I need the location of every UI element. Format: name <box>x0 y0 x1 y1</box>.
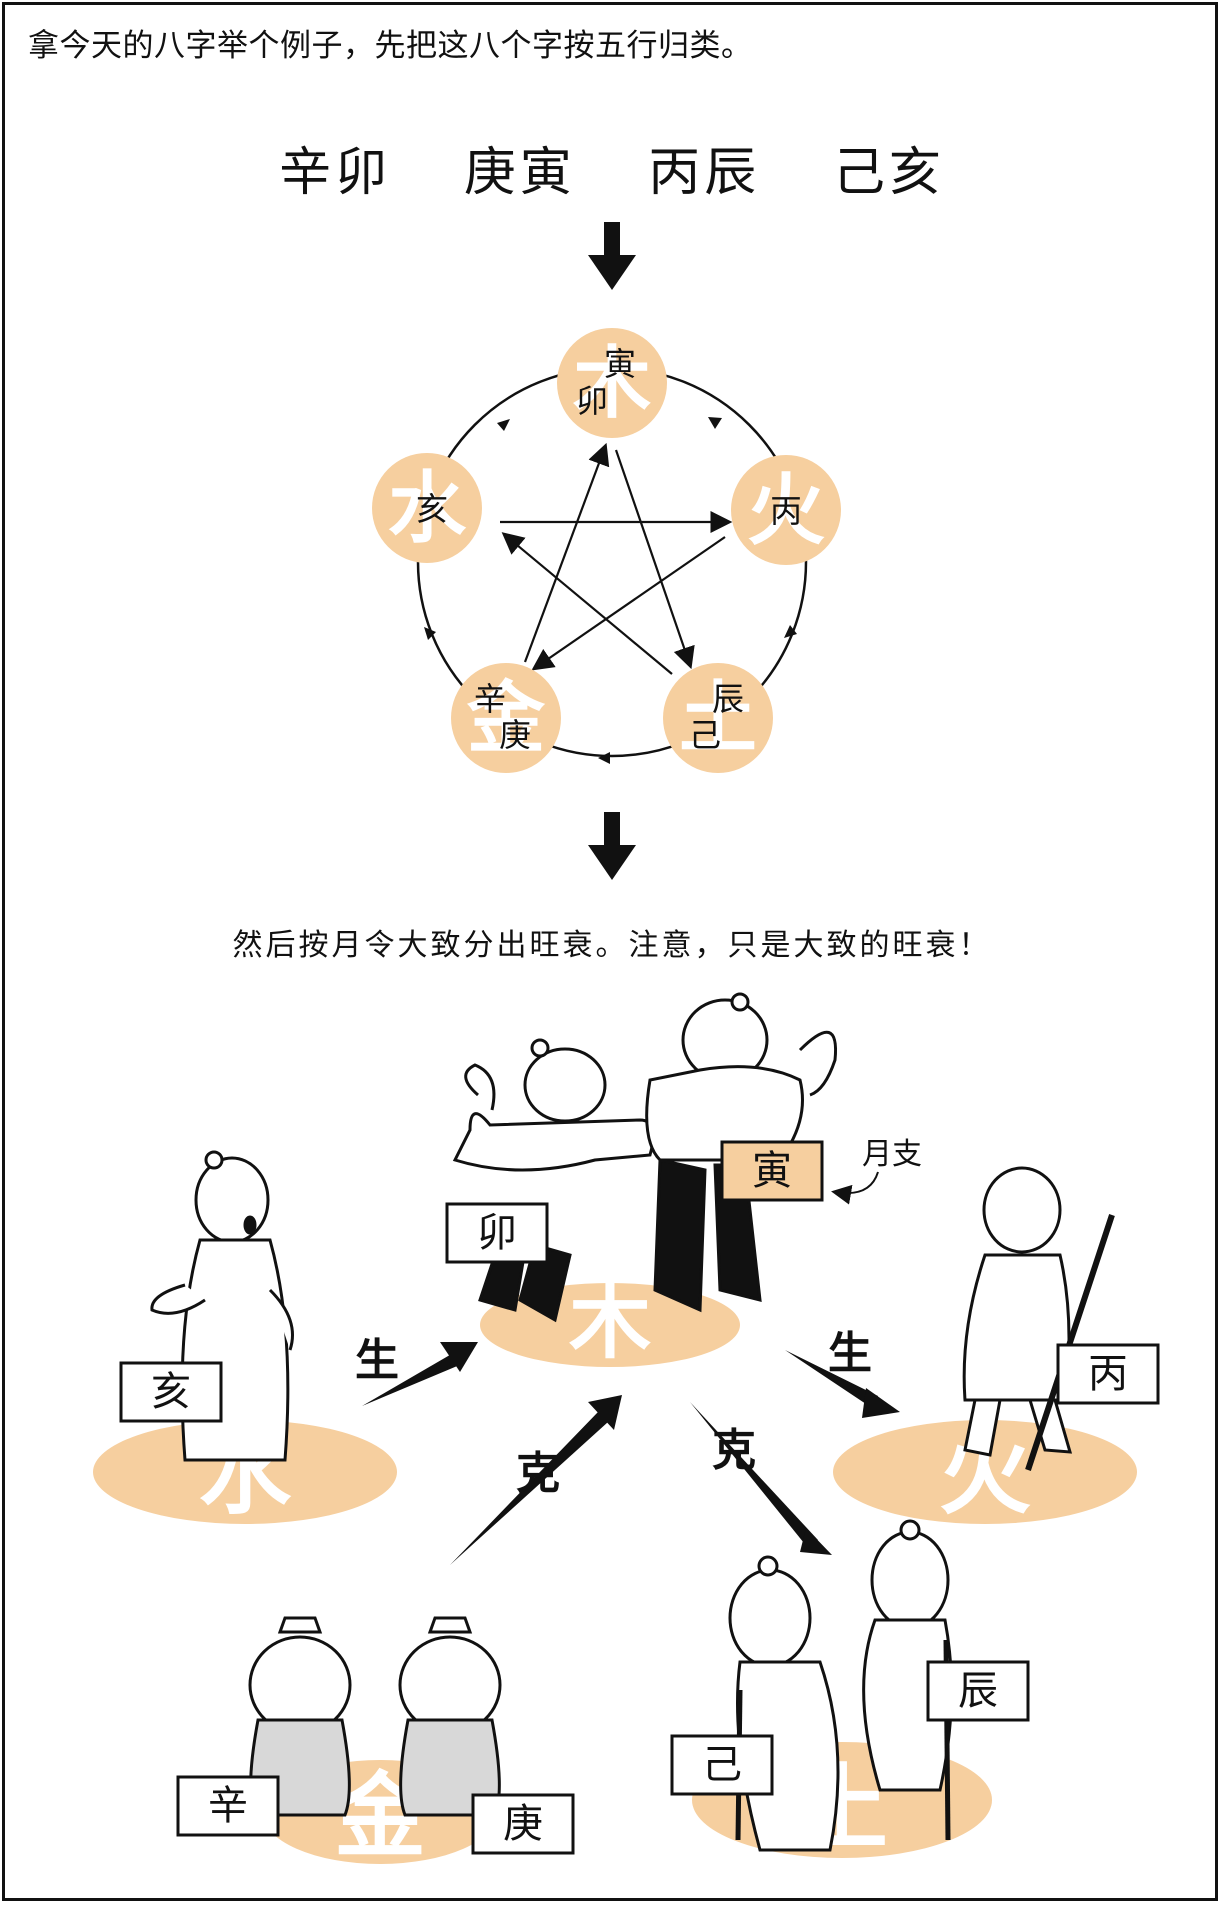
tag-chen: 辰 <box>926 1660 1030 1722</box>
tag-yin: 寅 <box>720 1140 824 1202</box>
element-earth-watermark: 土 <box>679 673 757 764</box>
figure-metal-twins <box>248 1616 502 1817</box>
element-metal: 金 辛 庚 <box>451 663 561 773</box>
bazi-pillar-day: 丙辰 <box>648 143 761 203</box>
ring-arrow-5 <box>497 419 510 431</box>
branch-ji: 己 <box>689 716 721 754</box>
ring-arrow-3 <box>598 752 610 764</box>
tag-hai: 亥 <box>119 1361 223 1423</box>
bazi-pillar-year: 辛卯 <box>279 143 392 203</box>
element-earth: 土 辰 己 <box>663 663 773 773</box>
branch-xin: 辛 <box>474 680 506 718</box>
bazi-pillar-month: 庚寅 <box>463 143 576 203</box>
branch-mao: 卯 <box>576 382 608 420</box>
month-branch-label: 月支 <box>862 1137 922 1172</box>
intro-text: 拿今天的八字举个例子，先把这八个字按五行归类。 <box>28 28 753 64</box>
branch-geng: 庚 <box>499 716 531 754</box>
tag-mao-text: 卯 <box>477 1210 517 1256</box>
branch-chen: 辰 <box>712 680 744 718</box>
arrow-wood-to-earth <box>690 1402 832 1555</box>
month-branch-note: 月支 <box>831 1137 922 1205</box>
element-fire-watermark: 火 <box>747 465 825 556</box>
figure-fire-monk <box>962 1166 1115 1471</box>
branch-bing: 丙 <box>770 492 802 530</box>
tag-bing-text: 丙 <box>1088 1351 1128 1397</box>
tag-ji: 己 <box>670 1734 774 1796</box>
figure-wood-strongmen <box>452 992 838 1323</box>
label-metal-to-wood: 克 <box>516 1448 560 1499</box>
label-wood-to-fire: 生 <box>828 1328 872 1379</box>
tag-hai-text: 亥 <box>151 1369 191 1415</box>
element-water-watermark: 水 <box>388 463 467 554</box>
element-metal-watermark: 金 <box>466 673 546 764</box>
tag-geng-text: 庚 <box>503 1801 543 1847</box>
label-wood-to-earth: 克 <box>712 1425 756 1476</box>
down-arrow-1 <box>588 222 636 290</box>
down-arrow-2 <box>588 812 636 880</box>
tag-ji-text: 己 <box>702 1742 742 1788</box>
star-line-wood-earth <box>614 449 695 670</box>
tag-yin-text: 寅 <box>752 1148 792 1194</box>
element-fire: 火 丙 <box>731 455 841 565</box>
ring-arrow-2 <box>784 625 797 638</box>
branch-yin: 寅 <box>604 345 636 383</box>
tag-bing: 丙 <box>1056 1343 1160 1405</box>
tag-mao: 卯 <box>445 1202 549 1264</box>
bazi-row: 辛卯 庚寅 丙辰 己亥 <box>0 130 1224 205</box>
branch-hai: 亥 <box>416 490 448 528</box>
ring-arrow-1 <box>708 417 722 429</box>
tag-chen-text: 辰 <box>958 1668 998 1714</box>
element-wood-watermark: 木 <box>573 338 651 429</box>
tag-xin: 辛 <box>176 1775 280 1837</box>
ring-arrow-4 <box>424 627 436 640</box>
label-water-to-wood: 生 <box>355 1335 399 1386</box>
arrow-wood-to-fire <box>785 1350 900 1418</box>
tag-xin-text: 辛 <box>208 1783 248 1829</box>
arrow-water-to-wood <box>362 1342 478 1406</box>
bazi-pillar-hour: 己亥 <box>832 143 945 203</box>
ground-water <box>93 1420 397 1524</box>
ground-wood-glyph: 木 <box>569 1274 651 1370</box>
star-line-earth-water <box>501 532 673 675</box>
arrow-metal-to-wood <box>450 1395 622 1565</box>
element-wood: 木 寅 卯 <box>557 328 667 438</box>
step2-text: 然后按月令大致分出旺衰。注意，只是大致的旺衰！ <box>232 928 992 963</box>
star-line-metal-wood <box>523 442 610 663</box>
element-water: 水 亥 <box>372 453 482 563</box>
figure-earth-elders <box>728 1519 953 1852</box>
tag-geng: 庚 <box>471 1793 575 1855</box>
star-line-fire-metal <box>531 536 726 671</box>
